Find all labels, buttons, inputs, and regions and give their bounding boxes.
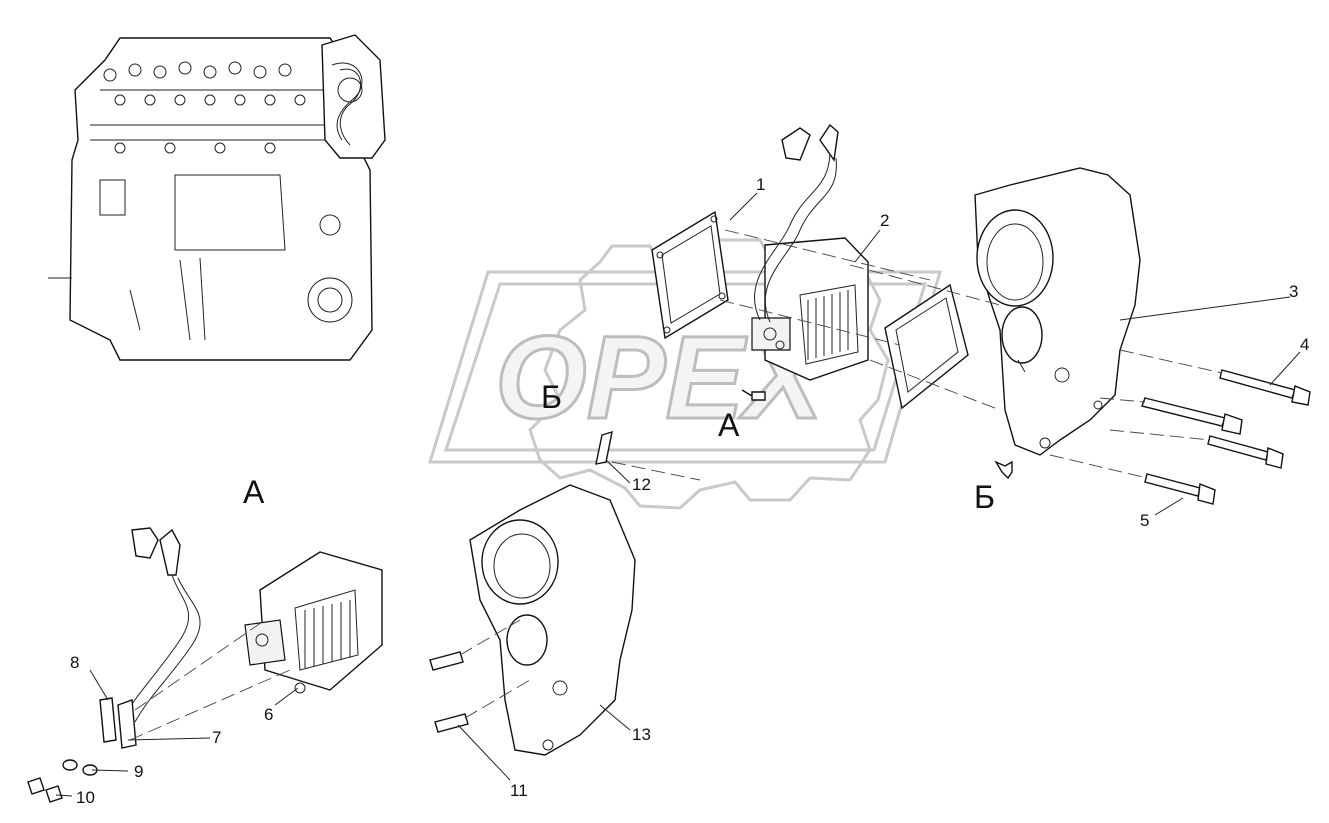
engine-block-overview [48,34,386,361]
intake-housing-main [974,167,1141,456]
view-label-b-arrow: Б [974,479,995,515]
view-arrow-a [741,389,766,401]
bolt-long-4b [1141,397,1243,435]
detail-wiring-harness [99,527,201,749]
intake-heater-main [751,123,869,381]
bolt-long-4 [1219,369,1311,406]
callout-3: 3 [1289,282,1298,301]
gasket-left [651,210,729,340]
callout-10: 10 [76,788,95,807]
view-label-a-detail: А [243,474,265,510]
callout-5: 5 [1140,511,1149,530]
gasket-right [884,283,969,410]
callout-2: 2 [880,211,889,230]
assembly-lines-detail [129,619,531,741]
callout-9: 9 [134,762,143,781]
detail-nuts-washers [27,759,98,803]
view-arrow-b [994,460,1013,480]
view-labels: Б А А Б [243,379,995,515]
callout-1: 1 [756,175,765,194]
dowel-pin-12 [595,430,613,465]
callout-labels: 1 2 3 4 5 6 7 8 9 10 11 12 13 [70,175,1309,807]
bolt-short-4c [1207,435,1284,469]
detail-intake-heater [244,551,383,694]
view-label-b-main: Б [541,379,562,415]
callout-7: 7 [212,728,221,747]
callout-13: 13 [632,725,651,744]
callout-6: 6 [264,705,273,724]
valve-cover-row [103,61,306,154]
callout-8: 8 [70,653,79,672]
callout-11: 11 [510,781,528,800]
assembly-lines-main [611,229,1223,481]
callout-12: 12 [632,475,651,494]
leader-lines [55,192,1301,797]
bolt-short-5 [1144,473,1216,505]
callout-4: 4 [1300,335,1309,354]
view-label-a-main: А [718,407,740,443]
detail-intake-housing [469,484,636,756]
detail-dowel-pins [429,651,469,733]
